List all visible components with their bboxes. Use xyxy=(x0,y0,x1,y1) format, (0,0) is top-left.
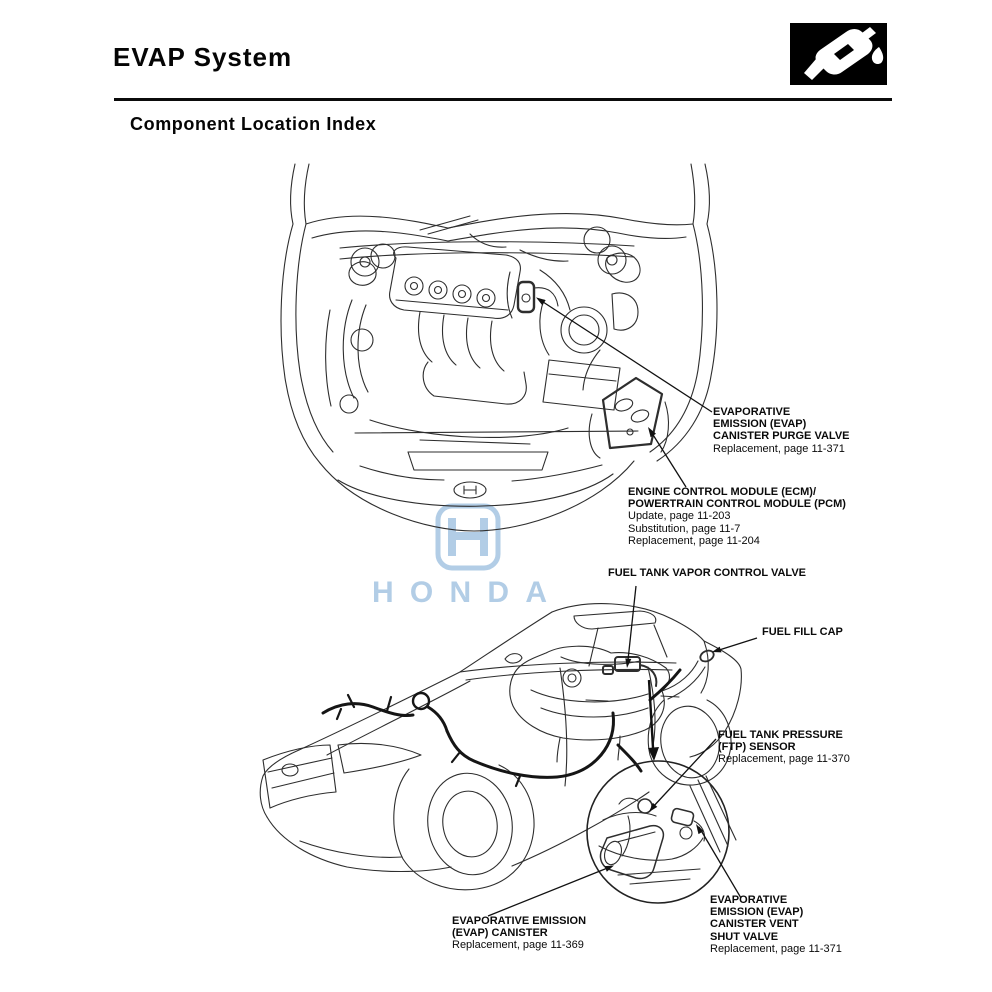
honda-grille-emblem-car xyxy=(281,763,299,777)
fuel-tank-part xyxy=(509,645,671,741)
callout-line: EMISSION (EVAP) xyxy=(710,906,804,919)
engine-bay-illustration xyxy=(280,163,718,532)
evap-fuel-lines xyxy=(321,668,682,788)
callout-line: (FTP) SENSOR xyxy=(718,741,796,754)
vehicle-illustration xyxy=(259,603,742,904)
leader-vapor-control-valve xyxy=(627,585,637,661)
callout-evap-canister: EVAPORATIVE EMISSION (EVAP) CANISTER Rep… xyxy=(452,915,586,952)
fuel-tank-vapor-control-valve-part xyxy=(602,656,658,687)
honda-grille-emblem xyxy=(453,481,487,499)
magnify-arrow xyxy=(647,679,655,749)
evap-canister-part xyxy=(599,824,665,880)
leader-ecm xyxy=(649,429,687,488)
callout-line: CANISTER VENT xyxy=(710,918,799,931)
callout-page-ref: Update, page 11-203 xyxy=(628,510,731,523)
callout-page-ref: Replacement, page 11-371 xyxy=(713,442,845,455)
ftp-sensor-part xyxy=(618,797,653,814)
callout-line: CANISTER PURGE VALVE xyxy=(713,430,850,443)
ecm-pcm-part xyxy=(588,376,670,459)
detail-circle xyxy=(586,760,737,904)
leader-evap-canister xyxy=(487,866,611,917)
leader-ftp-sensor xyxy=(651,738,717,809)
callout-page-ref: Replacement, page 11-370 xyxy=(718,753,850,766)
callout-fuel-tank-vapor-control-valve: FUEL TANK VAPOR CONTROL VALVE xyxy=(608,567,806,579)
fuel-fill-cap-part xyxy=(699,649,715,663)
watermark-text: HONDA xyxy=(372,576,547,609)
callout-line: EVAPORATIVE xyxy=(713,406,791,418)
header-rule xyxy=(114,98,892,101)
callout-page-ref: Replacement, page 11-369 xyxy=(452,939,584,952)
callout-line: FUEL FILL CAP xyxy=(762,626,843,638)
callout-line: FUEL TANK PRESSURE xyxy=(718,729,843,741)
callout-line: EVAPORATIVE EMISSION xyxy=(452,915,587,927)
honda-watermark: HONDA xyxy=(372,503,547,609)
callout-canister-vent-shut-valve: EVAPORATIVE EMISSION (EVAP) CANISTER VEN… xyxy=(710,894,842,955)
callout-page-ref: Replacement, page 11-371 xyxy=(710,942,842,955)
callout-line: (EVAP) CANISTER xyxy=(452,927,548,940)
canister-vent-shut-valve-part xyxy=(670,807,706,842)
leader-fuel-fill-cap xyxy=(715,637,758,652)
leader-purge-valve xyxy=(539,299,713,413)
callout-page-ref: Replacement, page 11-204 xyxy=(628,534,760,547)
callout-ecm-pcm: ENGINE CONTROL MODULE (ECM)/ POWERTRAIN … xyxy=(628,486,846,547)
callout-ftp-sensor: FUEL TANK PRESSURE (FTP) SENSOR Replacem… xyxy=(718,729,850,766)
section-title: Component Location Index xyxy=(130,114,377,134)
callout-line: ENGINE CONTROL MODULE (ECM)/ xyxy=(628,486,817,498)
fuel-nozzle-icon xyxy=(790,23,887,85)
callout-line: EMISSION (EVAP) xyxy=(713,418,807,431)
evap-canister-purge-valve-part xyxy=(506,271,559,319)
leader-lines xyxy=(487,297,758,917)
callout-line: FUEL TANK VAPOR CONTROL VALVE xyxy=(608,567,807,579)
callout-line: SHUT VALVE xyxy=(710,930,779,943)
callout-evap-canister-purge-valve: EVAPORATIVE EMISSION (EVAP) CANISTER PUR… xyxy=(713,406,850,455)
callout-page-ref: Substitution, page 11-7 xyxy=(628,522,741,535)
callout-line: POWERTRAIN CONTROL MODULE (PCM) xyxy=(628,498,846,511)
callout-fuel-fill-cap: FUEL FILL CAP xyxy=(762,626,843,638)
page-title: EVAP System xyxy=(113,42,293,72)
sunroof xyxy=(573,610,657,630)
callout-line: EVAPORATIVE xyxy=(710,894,788,906)
leader-vent-shut-valve xyxy=(698,826,742,899)
